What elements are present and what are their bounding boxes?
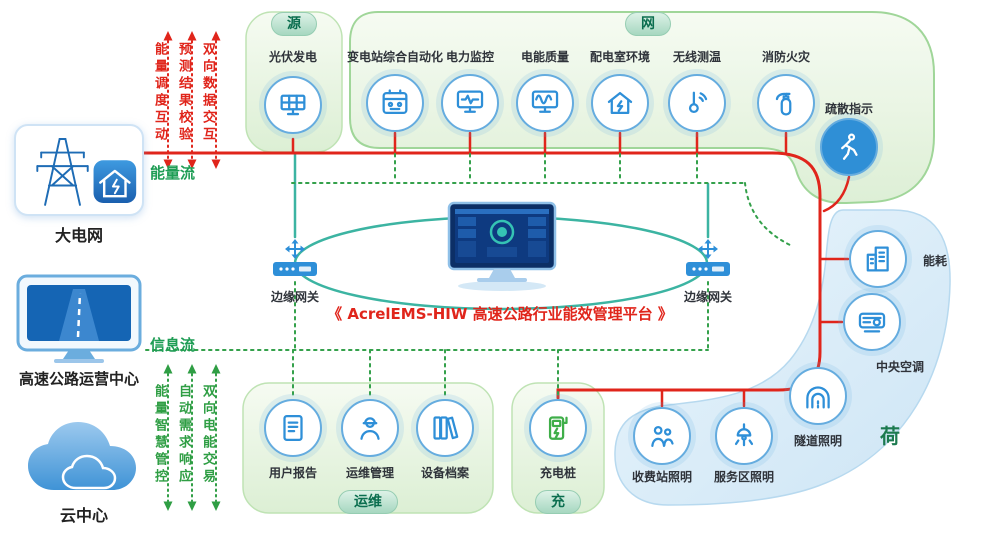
energy-flow-label: 能量流 xyxy=(150,164,196,182)
distribution-env-label: 配电室环境 xyxy=(589,50,651,64)
pv-icon xyxy=(264,76,322,134)
flow-top-2: 预测结果校验 xyxy=(176,42,191,144)
service-area-lighting-label: 服务区照明 xyxy=(713,470,775,484)
distribution-env-icon xyxy=(591,74,649,132)
badge-load: 荷 xyxy=(880,424,900,448)
evacuation-sign-icon xyxy=(820,118,878,176)
flow-bottom-1: 能量智慧管控 xyxy=(152,384,167,486)
ops-center-icon xyxy=(14,274,144,370)
power-monitor-label: 电力监控 xyxy=(445,50,495,64)
power-quality-label: 电能质量 xyxy=(520,50,570,64)
ops-center-label: 高速公路运营中心 xyxy=(18,370,140,388)
home-energy-icon xyxy=(93,160,137,203)
transmission-tower-icon xyxy=(36,138,137,206)
platform-title: 《 AcrelEMS-HIW 高速公路行业能效管理平台 》 xyxy=(327,305,673,323)
fire-extinguisher-icon xyxy=(757,74,815,132)
badge-source: 源 xyxy=(271,12,317,36)
cloud-icon xyxy=(24,414,144,502)
substation-label: 变电站综合自动化 xyxy=(346,50,444,64)
hvac-label: 中央空调 xyxy=(875,360,925,374)
edge-gateway-right-label: 边缘网关 xyxy=(683,290,733,304)
edge-gateway-right-icon xyxy=(682,238,734,284)
edge-gateway-left-label: 边缘网关 xyxy=(270,290,320,304)
flow-bottom-3: 双向电能交易 xyxy=(200,384,215,486)
power-monitor-icon xyxy=(441,74,499,132)
hvac-icon xyxy=(843,293,901,351)
platform-monitor xyxy=(447,201,557,291)
badge-charge: 充 xyxy=(535,490,581,514)
toll-station-lighting-label: 收费站照明 xyxy=(631,470,693,484)
ev-charger-label: 充电桩 xyxy=(539,466,577,480)
ops-management-label: 运维管理 xyxy=(345,466,395,480)
tunnel-lighting-label: 隧道照明 xyxy=(793,434,843,448)
badge-grid: 网 xyxy=(625,12,671,36)
energy-consumption-icon xyxy=(849,230,907,288)
wireless-temp-icon xyxy=(668,74,726,132)
energy-consumption-label: 能耗 xyxy=(922,254,948,268)
service-area-lighting-icon xyxy=(715,407,773,465)
device-archive-icon xyxy=(416,399,474,457)
power-grid-label: 大电网 xyxy=(54,226,104,245)
evacuation-label: 疏散指示 xyxy=(824,102,874,116)
ops-management-icon xyxy=(341,399,399,457)
device-archive-label: 设备档案 xyxy=(420,466,470,480)
info-flow-label: 信息流 xyxy=(150,336,196,354)
power-grid-card xyxy=(14,124,144,216)
ev-charger-icon xyxy=(529,399,587,457)
tunnel-lighting-icon xyxy=(789,367,847,425)
pv-label: 光伏发电 xyxy=(268,50,318,64)
edge-gateway-left-icon xyxy=(269,238,321,284)
substation-automation-icon xyxy=(366,74,424,132)
toll-station-lighting-icon xyxy=(633,407,691,465)
badge-ops: 运维 xyxy=(338,490,398,514)
fire-safety-label: 消防火灾 xyxy=(761,50,811,64)
flow-bottom-2: 自动需求响应 xyxy=(176,384,191,486)
wireless-temp-label: 无线测温 xyxy=(672,50,722,64)
flow-top-3: 双向数据交互 xyxy=(200,42,215,144)
flow-top-1: 能量调度互动 xyxy=(152,42,167,144)
power-quality-icon xyxy=(516,74,574,132)
user-report-label: 用户报告 xyxy=(268,466,318,480)
cloud-label: 云中心 xyxy=(59,506,109,525)
user-report-icon xyxy=(264,399,322,457)
